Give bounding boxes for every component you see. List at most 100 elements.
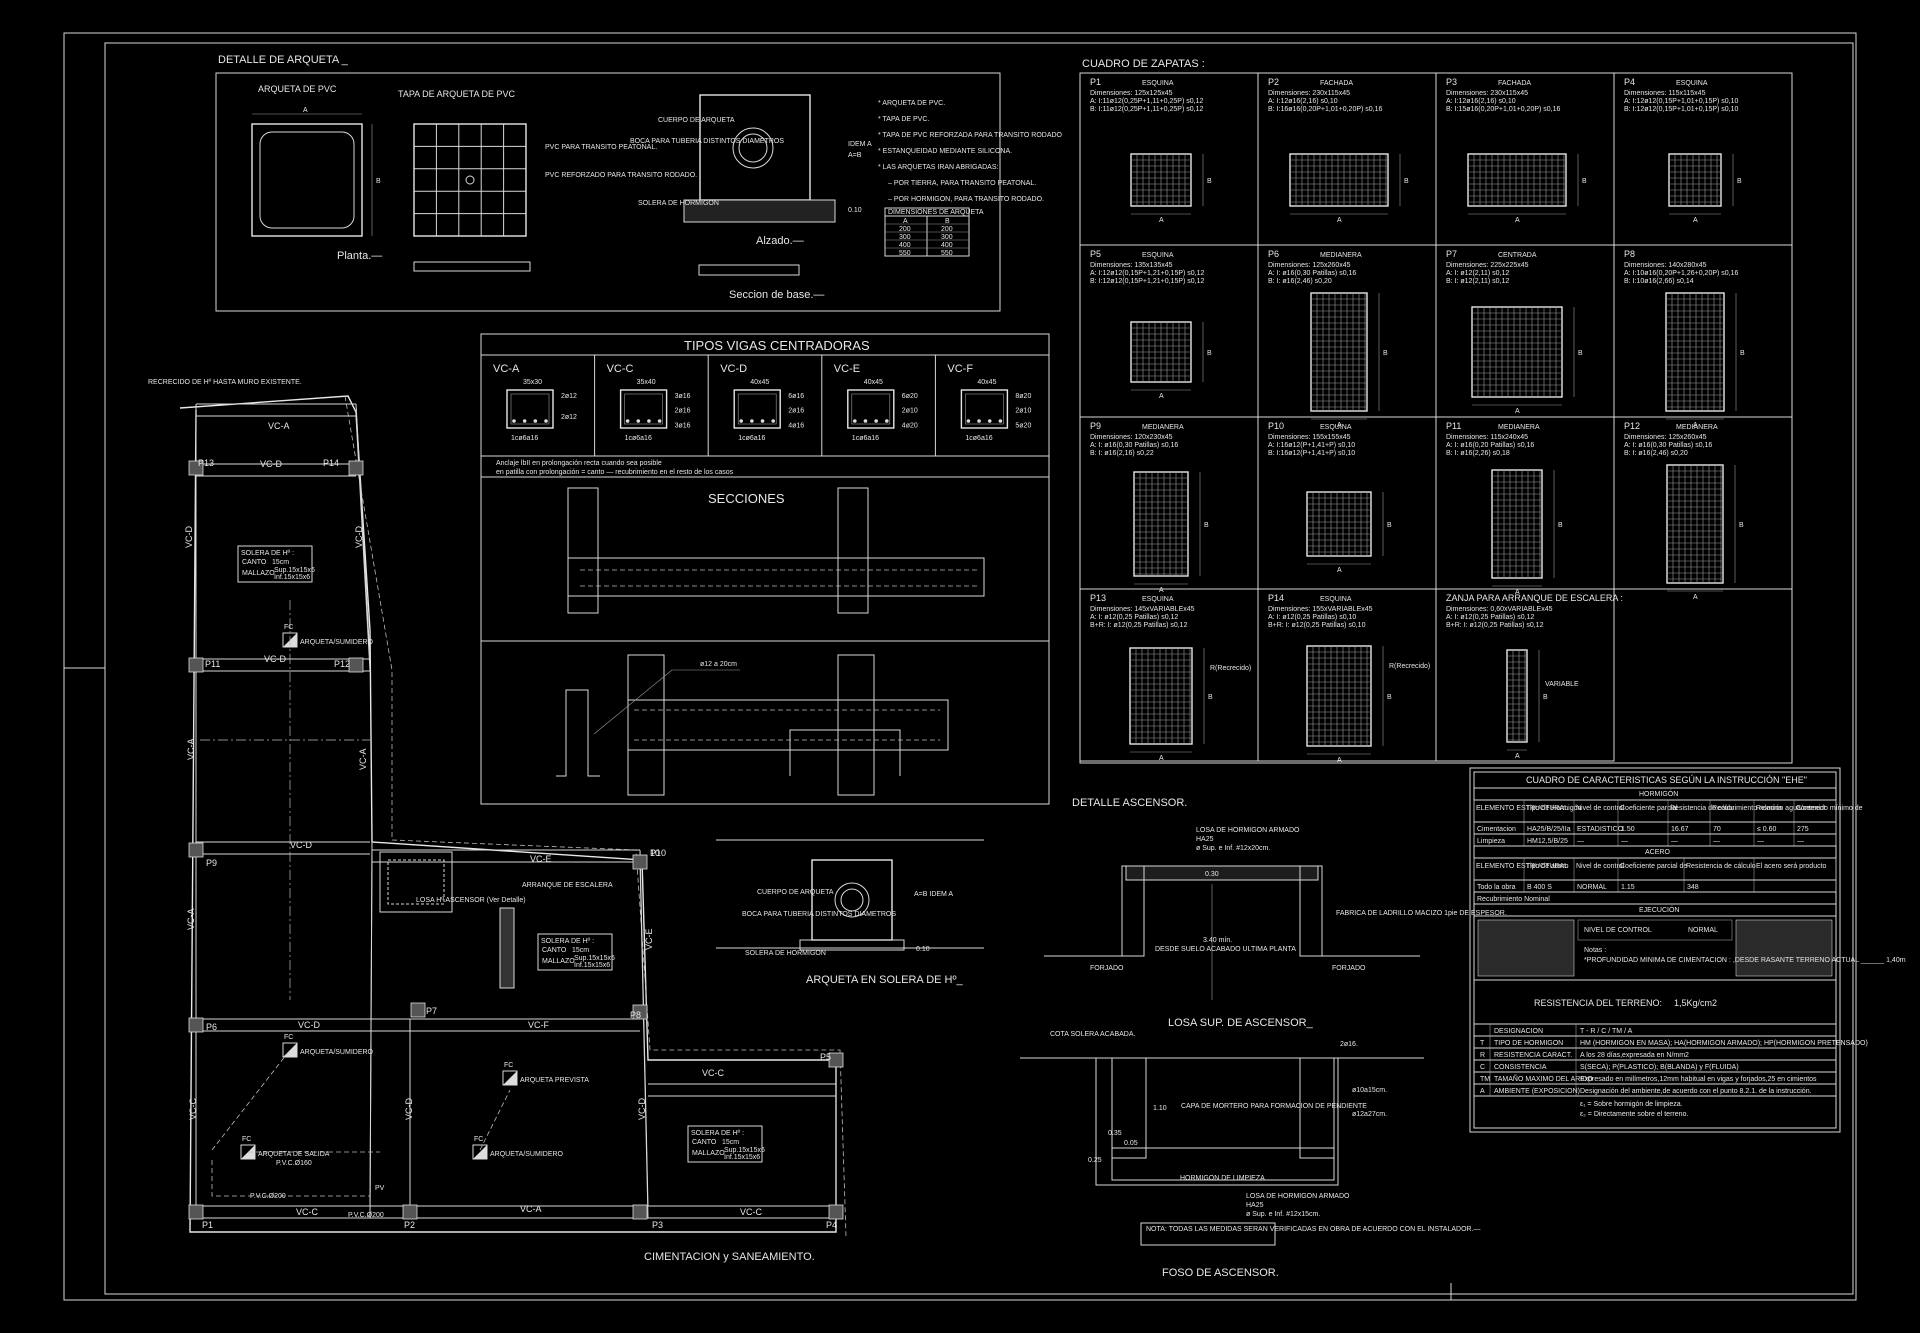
- zapata-dim-a: A: [1159, 217, 1164, 224]
- solera-mallazo: MALLAZO: [242, 570, 275, 577]
- ehe-resistencia-val: 1,5Kg/cm2: [1674, 998, 1717, 1008]
- svg-text:CAPA DE MORTERO PARA FORMACION: CAPA DE MORTERO PARA FORMACION DE PENDIE…: [1181, 1103, 1367, 1110]
- pillar-label: P11: [205, 659, 220, 669]
- zapatas-title: CUADRO DE ZAPATAS :: [1082, 58, 1205, 70]
- arqueta-note: – POR TIERRA, PARA TRANSITO PEATONAL.: [888, 180, 1036, 187]
- zapata-dim-a: A: [1337, 217, 1342, 224]
- zapata-dim-b: B: [1737, 178, 1742, 185]
- arqueta-solera-detail: CUERPO DE ARQUETA BOCA PARA TUBERIA DIST…: [716, 839, 984, 986]
- pillar-label: P10: [650, 848, 666, 858]
- svg-text:ARRANQUE DE ESCALERA: ARRANQUE DE ESCALERA: [522, 882, 613, 889]
- zapata-type: ESQUINA: [1142, 80, 1174, 87]
- dim-table-cell: 200: [899, 226, 911, 233]
- pillar-label: P1: [202, 1220, 213, 1230]
- pvc-label: P.V.C.Ø200: [250, 1193, 286, 1200]
- zapata-id: ZANJA PARA ARRANQUE DE ESCALERA :: [1446, 593, 1623, 603]
- zapata-type: ESQUINA: [1142, 252, 1174, 259]
- zapata-armado-a: A: I:11ø12(0,25P+1,11+0,25P) s0,12: [1090, 98, 1203, 105]
- ehe-row-key: R: [1480, 1052, 1485, 1059]
- rebar-dot: [636, 419, 641, 423]
- ehe-h-cell: —: [1621, 838, 1628, 845]
- dim-table-cell: 550: [941, 250, 953, 257]
- tapa-label: TAPA DE ARQUETA DE PVC: [398, 89, 516, 99]
- zapata-id: P11: [1446, 421, 1461, 431]
- pillar: [348, 460, 364, 476]
- svg-text:DESDE SUELO ACABADO ULTIMA PLA: DESDE SUELO ACABADO ULTIMA PLANTA: [1155, 946, 1296, 953]
- zapata-armado-a: A: I:12ø16(2,16) s0,10: [1268, 98, 1338, 105]
- pillar-label: P13: [198, 458, 214, 468]
- zapata-id: P1: [1090, 77, 1101, 87]
- foundation-plan: RECRECIDO DE Hº HASTA MURO EXISTENTE. VC…: [148, 379, 847, 1263]
- solera-mallazo-inf: Inf.15x15x6: [574, 962, 610, 969]
- pvc-label: P.V.C.Ø160: [276, 1160, 312, 1167]
- zapata-id: P12: [1624, 421, 1640, 431]
- zapata-armado-b: B: I:12ø12(0,15P+1,21+0,15P) s0,12: [1090, 278, 1205, 285]
- ehe-a-cell: NORMAL: [1577, 884, 1607, 891]
- ehe-a-head: Nivel de control: [1576, 863, 1625, 870]
- rebar-dot: [966, 419, 971, 423]
- viga-type-name: VC-A: [493, 363, 520, 375]
- arqueta-alzado: [699, 94, 811, 201]
- ehe-e1: ε₁ = Sobre hormigón de limpieza.: [1580, 1101, 1683, 1108]
- ehe-a-head: Coeficiente parcial de: [1620, 863, 1687, 870]
- arqueta-note: * ARQUETA DE PVC.: [878, 100, 945, 107]
- zapata-dims: Dimensiones: 145xVARIABLEx45: [1090, 606, 1195, 613]
- svg-text:0.35: 0.35: [1108, 1130, 1122, 1137]
- zapata-armado-a: A: I: ø16(0,30 Patillas) s0,16: [1268, 270, 1356, 277]
- zapata-dim-a: A: [1337, 567, 1342, 574]
- svg-text:A: A: [303, 107, 308, 114]
- svg-text:en patilla con prolongación =: en patilla con prolongación = canto — re…: [496, 469, 734, 476]
- svg-text:10: 10: [650, 848, 660, 858]
- pillar: [188, 1017, 204, 1033]
- arqueta-notes: * ARQUETA DE PVC.* TAPA DE PVC.* TAPA DE…: [878, 100, 1063, 203]
- svg-text:0.05: 0.05: [1124, 1140, 1138, 1147]
- viga-bar: 2ø10: [902, 408, 918, 415]
- ehe-a-head: Tipo de acero: [1526, 863, 1569, 870]
- zapata-footprint: [1310, 292, 1368, 412]
- zapata-dim-a: A: [1159, 755, 1164, 762]
- rebar-dot: [512, 419, 516, 423]
- beam-label: VC-C: [296, 1207, 318, 1217]
- fc-label: FC: [284, 1034, 293, 1041]
- zapata-id: P2: [1268, 77, 1279, 87]
- fc-label: FC: [284, 624, 293, 631]
- rebar-dot: [853, 419, 857, 423]
- pv-label: PV: [375, 1185, 385, 1192]
- solera-canto-val: 15cm: [572, 947, 589, 954]
- svg-text:0.30: 0.30: [1205, 871, 1219, 878]
- zapata-dim-b: B: [1404, 178, 1409, 185]
- svg-text:1.10: 1.10: [1153, 1105, 1167, 1112]
- zapata-dims: Dimensiones: 140x280x45: [1624, 262, 1707, 269]
- zapata-cell: [1435, 588, 1615, 762]
- zapata-id: P3: [1446, 77, 1457, 87]
- ehe-e2: ε₂ = Directamente sobre el terreno.: [1580, 1111, 1688, 1118]
- vigas-centradoras: TIPOS VIGAS CENTRADORAS VC-A35x302ø122ø1…: [480, 333, 1050, 805]
- svg-text:COTA SOLERA ACABADA.: COTA SOLERA ACABADA.: [1050, 1031, 1136, 1038]
- viga-bar: 8ø20: [1015, 393, 1031, 400]
- solera-title: SOLERA DE Hº :: [241, 550, 294, 557]
- svg-text:PVC PARA TRANSITO PEATONAL.: PVC PARA TRANSITO PEATONAL.: [545, 144, 657, 151]
- seccion-base-caption: Seccion de base.—: [729, 289, 824, 301]
- plan-arqueta-fill: [473, 1145, 487, 1159]
- viga-bar: 4ø20: [902, 422, 918, 429]
- zapata-footprint: [1666, 464, 1724, 584]
- ehe-a-cell: 1.15: [1621, 884, 1635, 891]
- pillar: [632, 1004, 648, 1020]
- ehe-normal: NORMAL: [1688, 927, 1718, 934]
- zapata-id: P5: [1090, 249, 1101, 259]
- zapata-footprint: [1665, 292, 1725, 412]
- beam-label: VC-C: [188, 1098, 198, 1120]
- ehe-h-cell: 70: [1713, 826, 1721, 833]
- ehe-h-head: Nivel de control: [1576, 805, 1625, 812]
- svg-text:ø10a15cm.: ø10a15cm.: [1352, 1087, 1387, 1094]
- beam-label: VC-A: [268, 421, 290, 431]
- ehe-row-key: A: [1480, 1088, 1485, 1095]
- viga-stirrup: 1cø6a16: [511, 435, 538, 442]
- svg-text:HORMIGON DE LIMPIEZA: HORMIGON DE LIMPIEZA: [1180, 1175, 1265, 1182]
- rebar-dot: [739, 419, 743, 423]
- zapata-dims: Dimensiones: 225x225x45: [1446, 262, 1529, 269]
- plan-arqueta-label: ARQUETA DE SALIDA: [258, 1151, 330, 1158]
- ehe-table: CUADRO DE CARACTERISTICAS SEGÚN LA INSTR…: [1469, 767, 1906, 1133]
- pillar-label: P8: [630, 1010, 641, 1020]
- zapata-armado-b: B: I:16ø12(P+1,41+P) s0,10: [1268, 450, 1355, 457]
